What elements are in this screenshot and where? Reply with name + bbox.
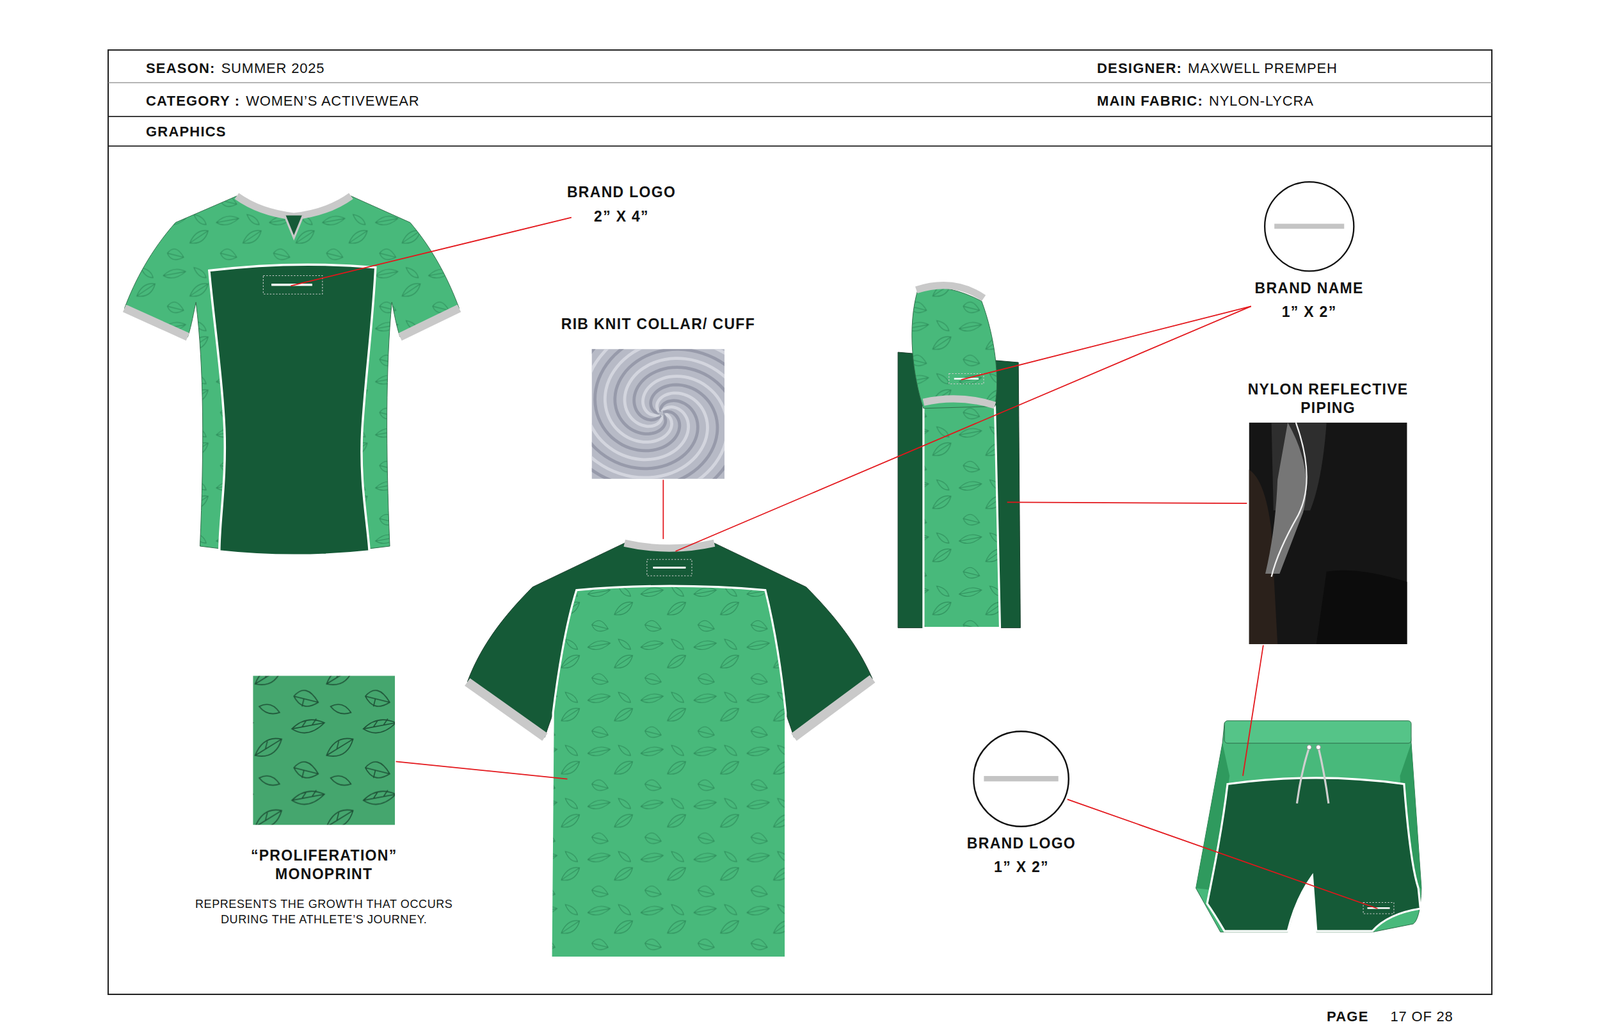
circle-outline bbox=[972, 729, 1071, 828]
reflective-piping-swatch-part bbox=[1316, 570, 1408, 644]
shorts-part bbox=[1196, 722, 1422, 932]
header-value: SUMMER 2025 bbox=[221, 60, 326, 77]
back-tee-part bbox=[624, 542, 715, 548]
back-tee bbox=[467, 542, 873, 957]
section-title: GRAPHICS bbox=[145, 123, 227, 141]
label-group: BRAND LOGO bbox=[567, 183, 676, 202]
rib-knit-swirl-part bbox=[592, 348, 724, 459]
circle-outline bbox=[1263, 180, 1355, 272]
callout-heading: BRAND LOGO bbox=[938, 833, 1105, 853]
header-value: NYLON-LYCRA bbox=[1208, 92, 1314, 110]
side-tee-part bbox=[923, 400, 1001, 628]
header-key: MAIN FABRIC: bbox=[1096, 92, 1204, 110]
header-value: WOMEN’S ACTIVEWEAR bbox=[245, 92, 420, 110]
back-tee-part bbox=[467, 681, 545, 737]
shorts-part bbox=[1207, 777, 1421, 931]
header-key: DESIGNER: bbox=[1096, 60, 1183, 77]
callout-text: NYLON REFLECTIVE PIPING bbox=[1222, 380, 1434, 418]
reflective-piping-swatch-part bbox=[1249, 422, 1408, 644]
reflective-piping-swatch-part bbox=[1265, 422, 1307, 574]
leader-lines bbox=[290, 217, 1378, 909]
monoprint-swatch bbox=[252, 675, 395, 825]
callout-text: BRAND LOGO 1” X 2” bbox=[938, 833, 1105, 877]
leader-lines-part bbox=[1007, 501, 1248, 504]
reflective-piping-swatch bbox=[1249, 422, 1408, 644]
header-key: CATEGORY : bbox=[145, 92, 240, 110]
shorts-part bbox=[1367, 906, 1390, 909]
front-tee bbox=[124, 195, 460, 555]
shorts-part bbox=[1363, 901, 1394, 914]
fabric-swatch: RIB KNIT COLLAR/ CUFF bbox=[592, 348, 725, 479]
callout-heading: NYLON REFLECTIVE PIPING bbox=[1222, 380, 1434, 418]
leader-lines-part bbox=[1242, 645, 1264, 776]
front-tee-part bbox=[209, 264, 376, 555]
callout-heading: RIB KNIT COLLAR/ CUFF bbox=[552, 314, 764, 334]
shorts-part bbox=[1306, 744, 1312, 750]
circle-outline bbox=[974, 730, 1069, 826]
page-frame-part bbox=[108, 82, 1492, 84]
back-tee-part bbox=[467, 542, 873, 957]
back-tee-part bbox=[551, 585, 786, 957]
callout-note: REPRESENTS THE GROWTH THAT OCCURS DURING… bbox=[189, 896, 459, 927]
shorts-part bbox=[1315, 744, 1321, 750]
shorts bbox=[1196, 720, 1422, 932]
page-frame bbox=[108, 49, 1492, 994]
fabric-swatch: NYLON REFLECTIVE PIPING bbox=[1249, 422, 1408, 644]
dimension-text: 1” X 2” bbox=[957, 857, 1086, 877]
page-number: 17 OF 28 bbox=[1390, 1008, 1454, 1025]
rib-knit-swirl bbox=[592, 348, 725, 479]
label-group: DESIGNER:MAXWELL PREMPEH bbox=[1096, 60, 1338, 77]
back-tee-part bbox=[647, 559, 692, 576]
page-key: PAGE bbox=[1326, 1008, 1369, 1025]
callout-heading: “PROLIFERATION” MONOPRINT bbox=[227, 846, 420, 884]
back-tee-part bbox=[793, 678, 873, 737]
monoprint-swatch-part bbox=[252, 675, 395, 825]
label-group: 2” X 4” bbox=[593, 207, 649, 226]
page-frame-part bbox=[108, 145, 1492, 147]
label-group: PAGE 17 OF 28 bbox=[1326, 1008, 1454, 1025]
callout-heading: BRAND LOGO bbox=[567, 183, 676, 202]
side-tee-part bbox=[923, 398, 996, 406]
rib-knit-swatch bbox=[554, 313, 768, 513]
label-group: CATEGORY : WOMEN’S ACTIVEWEAR bbox=[145, 92, 420, 110]
front-tee-part bbox=[284, 215, 304, 238]
leader-lines-part bbox=[961, 305, 1252, 380]
leader-lines-part bbox=[396, 760, 568, 779]
front-tee-part bbox=[124, 308, 189, 338]
print-swatch: “PROLIFERATION” MONOPRINTREPRESENTS THE … bbox=[252, 675, 395, 825]
leader-lines-part bbox=[675, 305, 1251, 552]
callout-heading: BRAND NAME bbox=[1226, 279, 1393, 298]
leader-lines-part bbox=[290, 217, 571, 287]
circle-outline bbox=[1264, 181, 1354, 271]
logo-callout-circle: BRAND LOGO1” X 2” bbox=[972, 729, 1071, 828]
back-tee-part bbox=[652, 566, 686, 569]
leader-lines-part bbox=[1067, 798, 1378, 909]
callout-text: BRAND NAME 1” X 2” bbox=[1226, 279, 1393, 322]
header-key: SEASON: bbox=[145, 60, 216, 77]
front-tee-part bbox=[236, 195, 352, 217]
side-tee bbox=[897, 285, 1021, 628]
shorts-part bbox=[1224, 720, 1412, 744]
shorts-part bbox=[1296, 746, 1328, 804]
brand-mark-bar bbox=[1274, 224, 1344, 230]
callout-text: RIB KNIT COLLAR/ CUFF bbox=[552, 314, 764, 334]
header-value: MAXWELL PREMPEH bbox=[1187, 60, 1338, 77]
callout-text: “PROLIFERATION” MONOPRINT REPRESENTS THE … bbox=[189, 846, 459, 927]
side-tee-part bbox=[916, 285, 984, 299]
label-group: GRAPHICS bbox=[145, 123, 227, 141]
label-group: SEASON: SUMMER 2025 bbox=[145, 60, 325, 77]
dimension-text: 2” X 4” bbox=[593, 207, 649, 226]
page-frame-part bbox=[108, 115, 1492, 118]
reflective-piping-swatch-part bbox=[1271, 422, 1307, 577]
brand-mark-bar bbox=[984, 775, 1059, 781]
rib-knit-swirl-part bbox=[595, 348, 725, 451]
dimension-text: 1” X 2” bbox=[1245, 302, 1374, 322]
side-tee-part bbox=[912, 286, 998, 408]
leader-lines-part bbox=[662, 479, 664, 539]
front-tee-part bbox=[400, 308, 459, 338]
label-group: MAIN FABRIC:NYLON-LYCRA bbox=[1096, 92, 1314, 110]
logo-callout-circle: BRAND NAME1” X 2” bbox=[1263, 180, 1355, 272]
page-frame-part bbox=[108, 49, 1492, 994]
